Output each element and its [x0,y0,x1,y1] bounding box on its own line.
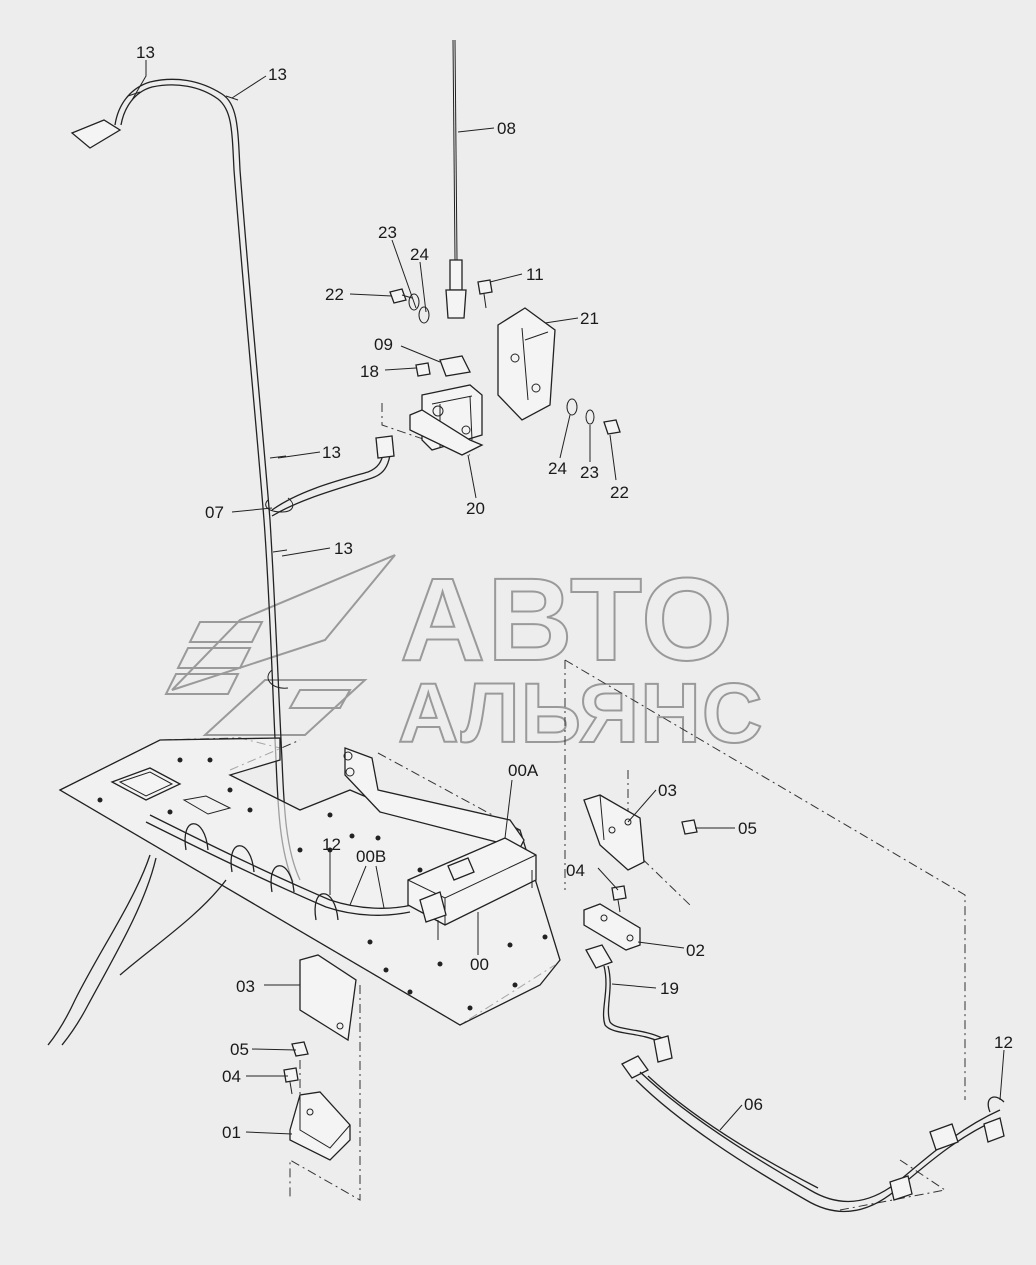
bracket-01 [289,1091,351,1161]
callout-03-b: 03 [236,977,255,996]
callout-00A: 00A [508,761,539,780]
callout-23-b: 23 [580,463,599,482]
bracket-02 [583,903,641,951]
base-plate [58,737,561,1026]
watermark-logo-emblem [164,554,396,736]
callout-20: 20 [466,499,485,518]
callout-18: 18 [360,362,379,381]
callout-22-a: 22 [325,285,344,304]
callout-05-a: 05 [738,819,757,838]
callout-09: 09 [374,335,393,354]
callout-11: 11 [526,265,544,284]
callout-01: 01 [222,1123,241,1142]
callout-04-a: 04 [566,861,585,880]
callout-13-b: 13 [268,65,287,84]
callout-24-a: 24 [410,245,429,264]
antenna-cable [70,78,395,883]
callout-07: 07 [205,503,224,522]
callout-24-b: 24 [548,459,567,478]
callout-13-c: 13 [322,443,341,462]
watermark-line1: АВТО [400,554,735,686]
callout-19: 19 [660,979,679,998]
callout-02: 02 [686,941,705,960]
callout-08: 08 [497,119,516,138]
module-00 [343,747,537,940]
callout-00: 00 [470,955,489,974]
callout-12-b: 12 [994,1033,1013,1052]
antenna-assembly [409,39,484,456]
gps-connector-block [70,119,122,149]
cable-clamps [47,814,413,1046]
harness-06 [585,944,1005,1213]
bracket-21 [497,307,556,421]
callout-13-d: 13 [334,539,353,558]
watermark: АВТО АЛЬЯНС [164,553,764,761]
bracket-03-left [299,954,357,1042]
bolts-right [611,819,698,913]
callout-04-b: 04 [222,1067,241,1086]
plate-holes [97,757,548,1011]
fasteners-top [389,279,621,435]
callout-13-a: 13 [136,43,155,62]
callout-22-b: 22 [610,483,629,502]
cable-plug [375,435,395,459]
callout-05-b: 05 [230,1040,249,1059]
callout-00B: 00B [356,847,386,866]
callout-03-a: 03 [658,781,677,800]
callout-21: 21 [580,309,599,328]
leader-lines [131,60,1005,1135]
bracket-03-right [583,794,645,871]
callout-23-a: 23 [378,223,397,242]
callout-12-a: 12 [322,835,341,854]
watermark-line2: АЛЬЯНС [398,666,764,760]
callout-06: 06 [744,1095,763,1114]
bolts-left [283,1041,309,1095]
callout-labels: 13 13 08 23 24 22 11 21 09 18 13 24 23 2… [136,43,1013,1142]
